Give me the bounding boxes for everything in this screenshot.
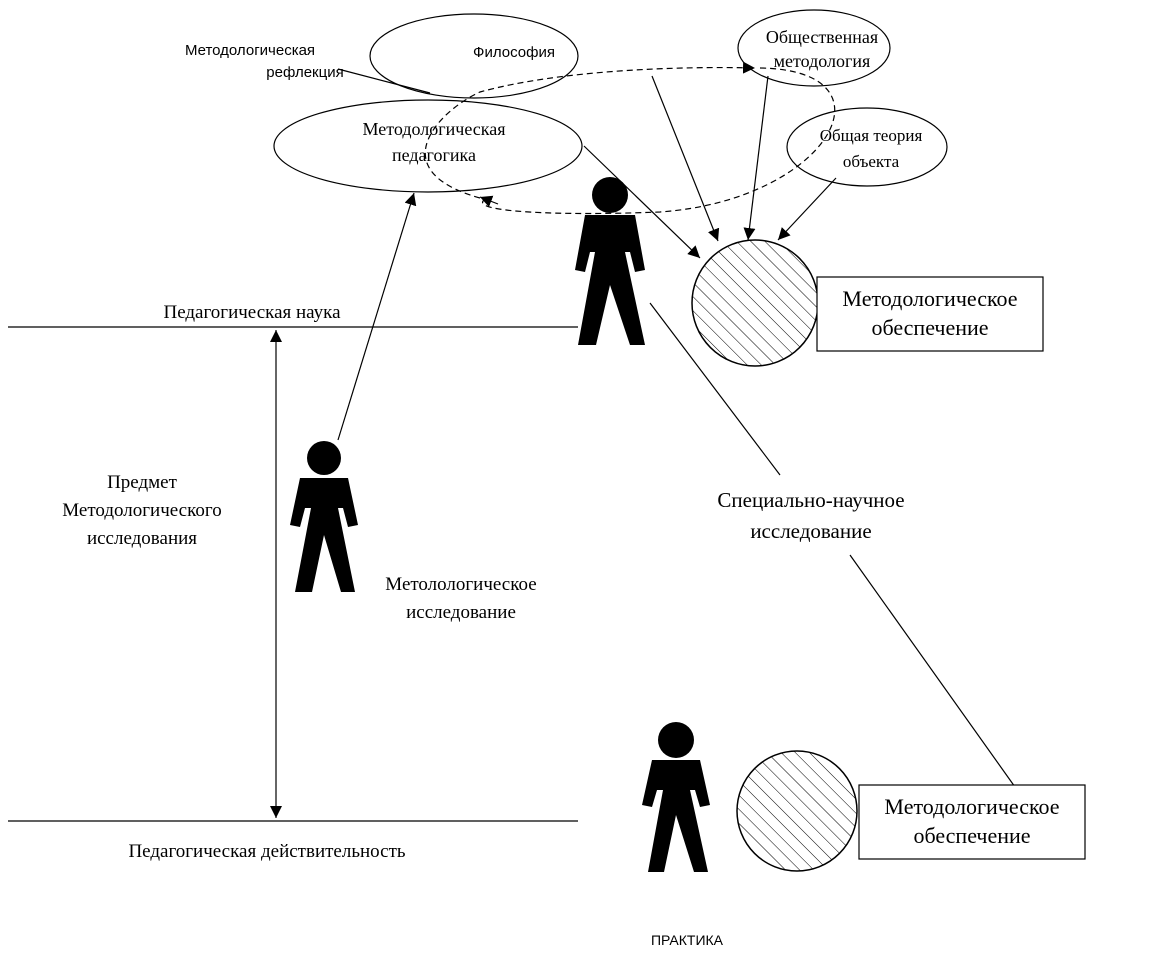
methodological-pedagogy-ellipse (273, 99, 583, 193)
meth-support-top-label-2: обеспечение (871, 315, 988, 340)
special-research-label-2: исследование (750, 519, 871, 543)
meth-support-top-label-1: Методологическое (842, 286, 1017, 311)
arrow-pedagogy-to-support (583, 145, 701, 259)
methodological-support-circle-bottom (736, 750, 858, 872)
meth-research-label-1: Метолологическое (385, 574, 536, 595)
meth-pedagogy-label-2: педагогика (392, 145, 476, 165)
subject-label-1: Предмет (107, 472, 178, 493)
meth-pedagogy-label-1: Методологическая (362, 119, 505, 139)
methodological-support-box-top (816, 276, 1044, 352)
general-theory-ellipse (786, 107, 948, 187)
reflection-cycle-dashed-2 (424, 61, 756, 199)
practice-label: ПРАКТИКА (651, 932, 724, 948)
reflection-cycle-arrowhead (479, 195, 499, 207)
person-icon-bottom (642, 722, 710, 872)
general-theory-label-1: Общая теория (820, 126, 923, 145)
philosophy-label: Философия (473, 44, 555, 61)
person-icon-top (575, 177, 645, 345)
meth-support-bottom-label-2: обеспечение (913, 823, 1030, 848)
meth-reflection-label-2: рефлекция (266, 64, 343, 81)
arrow-philosophy-to-support (651, 75, 720, 242)
meth-reflection-label-1: Методологическая (185, 42, 315, 59)
arrow-social-to-support (743, 75, 769, 241)
social-methodology-ellipse (737, 9, 891, 87)
arrow-research-to-pedagogy (337, 192, 417, 441)
methodological-support-circle-top (691, 239, 819, 367)
person-icon-middle (290, 441, 358, 592)
social-meth-label-2: методология (774, 51, 871, 71)
social-meth-label-1: Общественная (766, 27, 878, 47)
special-research-line-upper (649, 302, 781, 476)
reflection-pointer-line (337, 68, 431, 94)
meth-support-bottom-label-1: Методологическое (884, 794, 1059, 819)
meth-research-label-2: исследование (406, 602, 516, 623)
subject-label-3: исследования (87, 528, 197, 549)
arrow-theory-to-support (777, 177, 837, 241)
reflection-cycle-dashed-1 (481, 67, 836, 215)
methodological-support-box-bottom (858, 784, 1086, 860)
philosophy-ellipse (369, 13, 579, 99)
ped-science-label: Педагогическая наука (163, 302, 341, 323)
subject-label-2: Методологического (62, 500, 221, 521)
special-research-label-1: Специально-научное (717, 488, 904, 512)
general-theory-label-2: объекта (843, 152, 900, 171)
ped-reality-label: Педагогическая действительность (128, 841, 405, 862)
